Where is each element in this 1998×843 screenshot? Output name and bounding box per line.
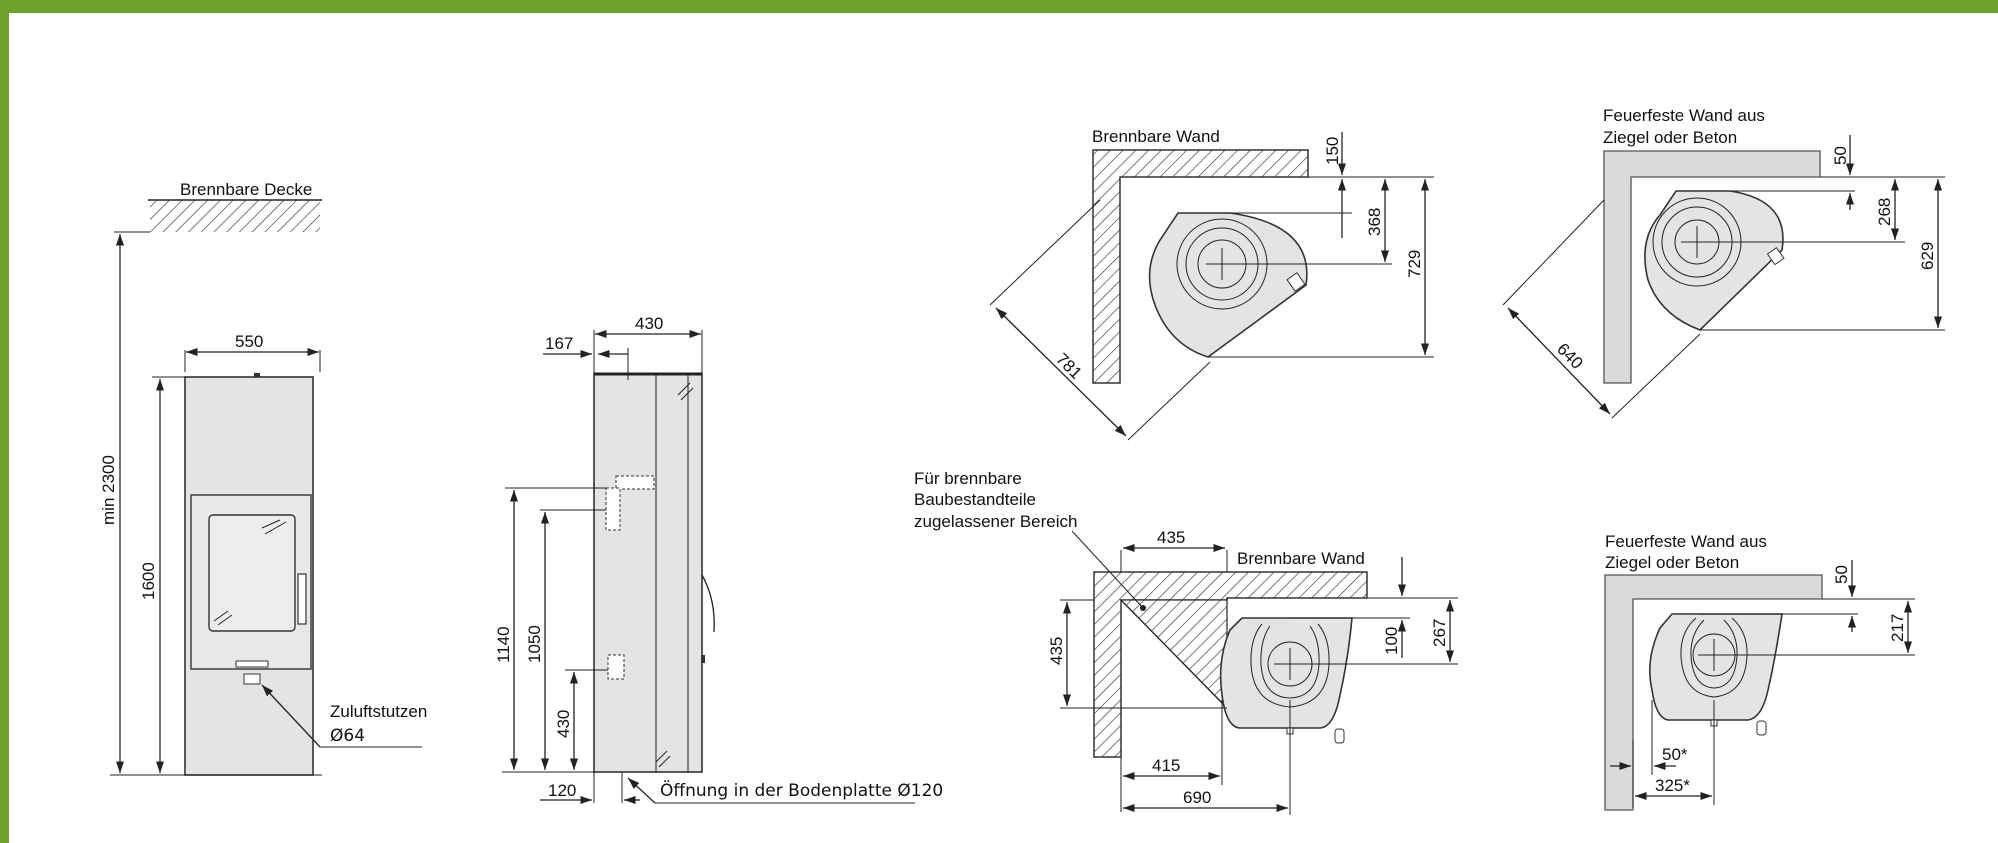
door-handle bbox=[297, 573, 307, 625]
dim-width: 550 bbox=[235, 332, 263, 351]
air-control bbox=[235, 660, 269, 668]
dim-height: 1600 bbox=[139, 562, 158, 600]
corner-combustible: Brennbare Wand 150 368 729 781 bbox=[989, 127, 1434, 441]
corner-fire-label-2: Ziegel oder Beton bbox=[1603, 128, 1737, 147]
dim-corner-comb-top: 150 bbox=[1323, 137, 1342, 165]
zone-label-1: Für brennbare bbox=[914, 469, 1022, 488]
stove-wall-comb bbox=[1219, 617, 1353, 729]
dim-corner-fire-diag: 640 bbox=[1553, 339, 1586, 372]
inlet-label: Zuluftstutzen bbox=[330, 702, 427, 721]
ceiling-hatch bbox=[150, 200, 320, 232]
dim-depth: 430 bbox=[635, 314, 663, 333]
zone-label-2: Baubestandteile bbox=[914, 490, 1036, 509]
wall-fire-label-2: Ziegel oder Beton bbox=[1605, 553, 1739, 572]
wall-comb-label: Brennbare Wand bbox=[1237, 549, 1365, 568]
dim-h2: 1050 bbox=[525, 625, 544, 663]
stove-front-window bbox=[208, 514, 296, 632]
dim-wall-comb-side: 415 bbox=[1152, 756, 1180, 775]
side-view: 430 167 1140 1050 430 120 Öffnung in der… bbox=[494, 314, 943, 805]
stove-wall-fire bbox=[1648, 613, 1783, 721]
corner-comb-wall-label: Brennbare Wand bbox=[1092, 127, 1220, 146]
dim-corner-fire-total: 629 bbox=[1918, 242, 1937, 270]
air-inlet-stub bbox=[243, 673, 261, 685]
dim-wall-fire-center: 217 bbox=[1888, 614, 1907, 642]
wall-fireproof: Feuerfeste Wand aus Ziegel oder Beton 50… bbox=[1604, 532, 1915, 811]
dim-wall-comb-back: 100 bbox=[1382, 627, 1401, 655]
dim-corner-fire-top: 50 bbox=[1831, 146, 1850, 165]
ceiling-label: Brennbare Decke bbox=[180, 180, 312, 199]
dim-wall-comb-total: 690 bbox=[1183, 788, 1211, 807]
dim-zone-h: 435 bbox=[1047, 637, 1066, 665]
flue-top bbox=[615, 475, 655, 490]
dim-offset: 167 bbox=[545, 334, 573, 353]
dim-wall-comb-center: 267 bbox=[1430, 619, 1449, 647]
fireproof-wall bbox=[1604, 574, 1823, 811]
corner-fireproof: Feuerfeste Wand aus Ziegel oder Beton 50… bbox=[1502, 106, 1945, 419]
dim-corner-fire-center: 268 bbox=[1875, 198, 1894, 226]
dim-corner-comb-diag: 781 bbox=[1052, 349, 1085, 382]
zone-label-3: zugelassener Bereich bbox=[914, 512, 1077, 531]
dim-bottom: 120 bbox=[548, 781, 576, 800]
stove-corner-comb bbox=[1148, 212, 1308, 358]
dim-corner-comb-total: 729 bbox=[1405, 250, 1424, 278]
dim-zone-w: 435 bbox=[1157, 528, 1185, 547]
stove-corner-fire bbox=[1644, 190, 1784, 331]
inlet-diam: Ø64 bbox=[330, 726, 365, 746]
dim-h1: 1140 bbox=[494, 626, 513, 663]
dim-wall-fire-back: 50 bbox=[1832, 565, 1851, 584]
dim-wall-fire-total: 325* bbox=[1655, 776, 1690, 795]
dim-wall-fire-side: 50* bbox=[1662, 745, 1688, 764]
dim-min-height: min 2300 bbox=[99, 455, 118, 525]
floor-opening-label: Öffnung in der Bodenplatte Ø120 bbox=[660, 779, 943, 801]
dim-corner-comb-center: 368 bbox=[1365, 208, 1384, 236]
corner-fire-label-1: Feuerfeste Wand aus bbox=[1603, 106, 1765, 125]
dim-h3: 430 bbox=[554, 710, 573, 738]
wall-combustible: Für brennbare Baubestandteile zugelassen… bbox=[914, 469, 1458, 815]
stove-side-body bbox=[593, 373, 703, 773]
front-view: Brennbare Decke 550 1600 min 2300 Zuluft… bbox=[99, 180, 427, 776]
flue-bottom bbox=[607, 654, 625, 680]
wall-fire-label-1: Feuerfeste Wand aus bbox=[1605, 532, 1767, 551]
